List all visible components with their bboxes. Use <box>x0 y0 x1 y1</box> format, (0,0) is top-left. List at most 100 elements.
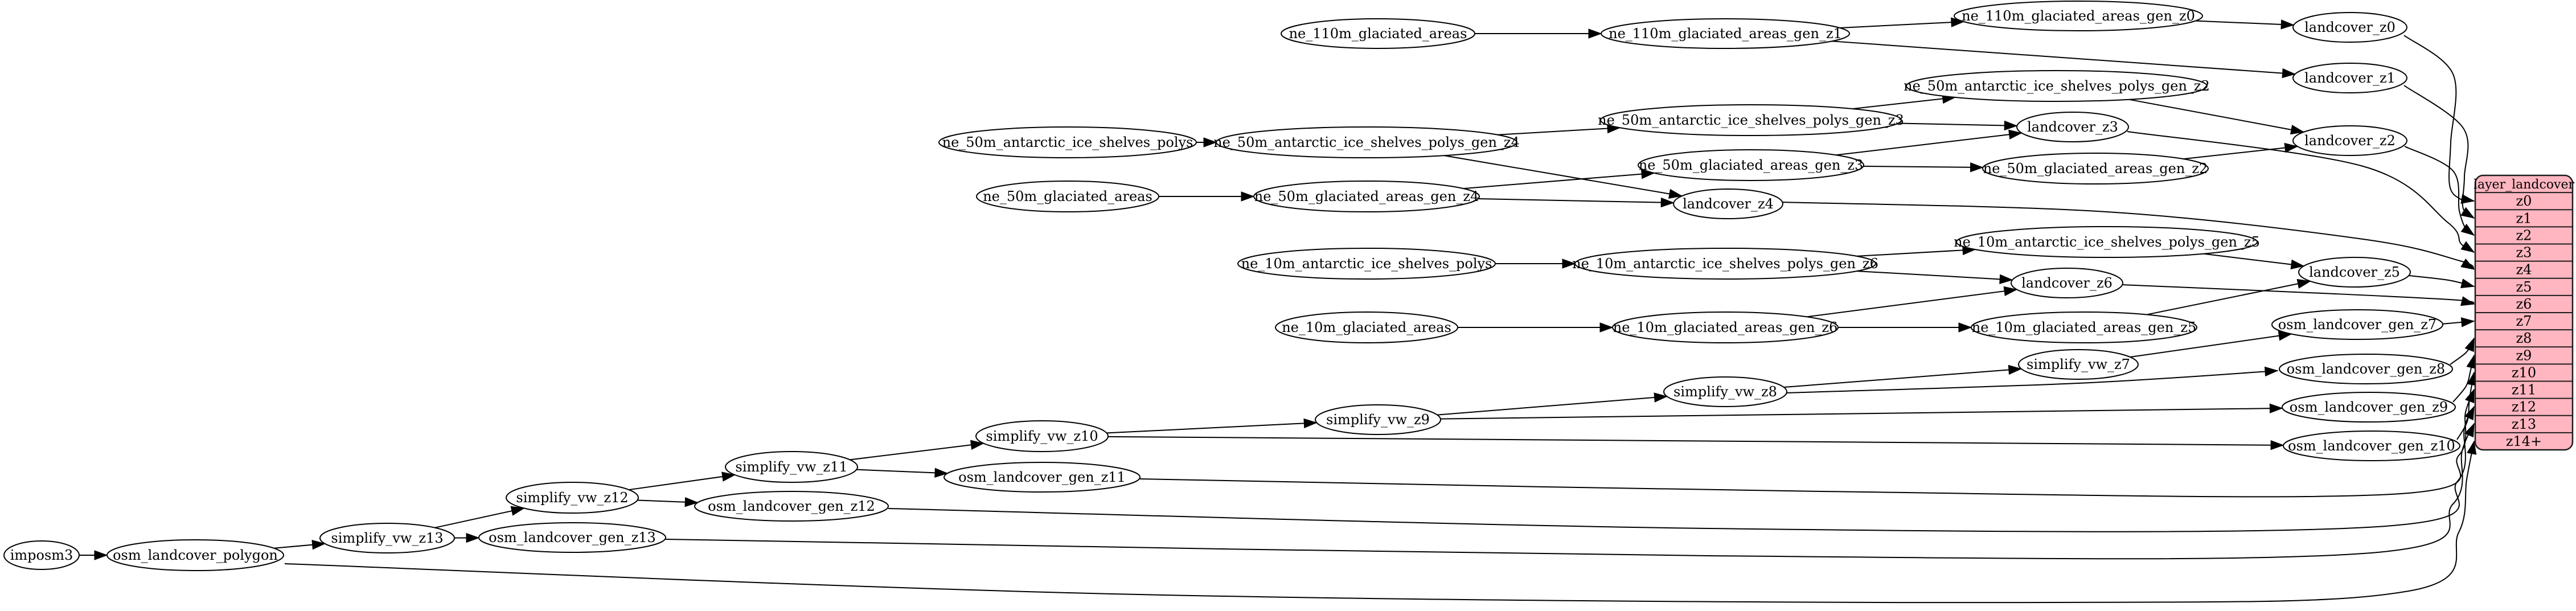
node-shape <box>1281 18 1475 49</box>
edge-lz2-to-z2 <box>2404 146 2475 236</box>
node-ne_10m_antarctic_ice_shelves_polys_gen_z6: ne_10m_antarctic_ice_shelves_polys_gen_z… <box>1572 248 1878 280</box>
node-label: landcover_z2 <box>2304 133 2395 149</box>
arrowhead-icon <box>2464 405 2475 421</box>
node-shape <box>1600 104 1902 136</box>
edge-s12-to-g12 <box>637 497 699 507</box>
node-label: ne_110m_glaciated_areas_gen_z1 <box>1609 26 1842 42</box>
edge-curve <box>1440 407 2283 420</box>
arrowhead-icon <box>94 550 108 560</box>
node-shape <box>2279 354 2453 384</box>
node-shape <box>725 451 858 483</box>
edge-lz5-to-z5 <box>2409 275 2475 289</box>
node-label: simplify_vw_z7 <box>2027 356 2130 372</box>
node-landcover_z6: landcover_z6 <box>2011 268 2123 298</box>
edge-curve <box>2195 20 2294 26</box>
arrowhead-icon <box>2464 423 2475 438</box>
node-shape <box>975 420 1109 452</box>
node-label: simplify_vw_z13 <box>331 530 443 546</box>
edge-curve <box>434 507 524 528</box>
node-label: ne_50m_antarctic_ice_shelves_polys_gen_z… <box>1213 134 1520 150</box>
node-shape <box>2011 268 2123 298</box>
edge-n50gg4-to-n50gg3 <box>1463 169 1655 190</box>
node-label: ne_50m_antarctic_ice_shelves_polys_gen_z… <box>1904 78 2210 94</box>
arrowhead-icon <box>2466 354 2476 369</box>
edge-s13-to-g13 <box>454 532 480 543</box>
node-label: simplify_vw_z11 <box>735 459 847 475</box>
arrowhead-icon <box>2460 223 2475 236</box>
node-ne_50m_antarctic_ice_shelves_polys_gen_z4: ne_50m_antarctic_ice_shelves_polys_gen_z… <box>1213 126 1520 158</box>
edge-curve <box>1785 370 2278 393</box>
arrowhead-icon <box>970 440 985 450</box>
edge-imposm3-to-poly <box>79 550 108 560</box>
node-label: ne_110m_glaciated_areas <box>1289 26 1467 42</box>
arrowhead-icon <box>2460 241 2475 253</box>
node-label: osm_landcover_gen_z13 <box>489 530 656 546</box>
node-simplify_vw_z13: simplify_vw_z13 <box>319 523 455 553</box>
arrowhead-icon <box>1562 259 1576 269</box>
edge-n10gg6-to-n10gg5 <box>1838 322 1972 333</box>
edge-n10gg6-to-lz6 <box>1807 286 2018 318</box>
table-row-z8: z8 <box>2516 330 2532 346</box>
arrowhead-icon <box>934 468 949 478</box>
node-label: ne_50m_antarctic_ice_shelves_polys_gen_z… <box>1598 112 1904 128</box>
node-label: landcover_z1 <box>2304 70 2395 86</box>
node-ne_50m_glaciated_areas_gen_z4: ne_50m_glaciated_areas_gen_z4 <box>1253 181 1480 212</box>
node-label: ne_10m_glaciated_areas <box>1282 319 1451 335</box>
arrowhead-icon <box>2284 142 2299 153</box>
node-shape <box>1237 248 1496 280</box>
arrowhead-icon <box>1654 392 1668 403</box>
edge-s11-to-g11 <box>856 468 949 478</box>
arrowhead-icon <box>1668 188 1683 199</box>
node-shape <box>1982 153 2209 184</box>
node-landcover_z1: landcover_z1 <box>2292 63 2407 93</box>
arrowhead-icon <box>2270 440 2284 450</box>
edge-n50gg4-to-lz4 <box>1478 197 1675 208</box>
edge-curve <box>2121 284 2475 305</box>
edge-s12-to-s11 <box>629 471 736 491</box>
node-shape <box>1638 149 1864 181</box>
node-landcover_z3: landcover_z3 <box>2016 112 2129 142</box>
node-osm_landcover_gen_z11: osm_landcover_gen_z11 <box>944 462 1141 493</box>
table-row-z9: z9 <box>2516 347 2532 363</box>
node-label: landcover_z4 <box>1683 196 1774 212</box>
table-row-z11: z11 <box>2512 382 2536 398</box>
graph-nodes: imposm3 osm_landcover_polygon simplify_vw_… <box>3 1 2460 571</box>
node-ne_10m_glaciated_areas_gen_z6: ne_10m_glaciated_areas_gen_z6 <box>1612 311 1839 343</box>
table-row-z4: z4 <box>2516 262 2532 278</box>
node-landcover_z2: landcover_z2 <box>2292 125 2407 156</box>
edge-curve <box>2127 131 2475 253</box>
node-label: ne_50m_antarctic_ice_shelves_polys <box>942 134 1193 150</box>
arrowhead-icon <box>2464 388 2475 404</box>
edge-n110g1-to-n110g0 <box>1839 17 1965 28</box>
node-label: ne_110m_glaciated_areas_gen_z0 <box>1962 8 2195 24</box>
edge-n10gg5-to-lz5 <box>2146 278 2311 315</box>
node-osm_landcover_gen_z8: osm_landcover_gen_z8 <box>2279 354 2453 384</box>
edge-curve <box>1783 368 2021 388</box>
node-imposm3: imposm3 <box>3 540 80 570</box>
node-simplify_vw_z8: simplify_vw_z8 <box>1663 376 1787 407</box>
node-label: osm_landcover_gen_z12 <box>708 498 875 514</box>
node-shape <box>2292 63 2407 93</box>
node-ne_50m_antarctic_ice_shelves_polys: ne_50m_antarctic_ice_shelves_polys <box>938 126 1197 158</box>
edge-curve <box>1443 155 1682 197</box>
edge-curve <box>284 441 2475 604</box>
arrowhead-icon <box>2460 207 2475 219</box>
edge-n110g1-to-lz1 <box>1832 40 2296 79</box>
node-ne_10m_antarctic_ice_shelves_polys: ne_10m_antarctic_ice_shelves_polys <box>1237 248 1496 280</box>
node-shape <box>1601 18 1850 49</box>
edge-curve <box>1781 202 2475 270</box>
arrowhead-icon <box>1999 274 2013 284</box>
node-label: osm_landcover_polygon <box>113 547 278 563</box>
edge-n10ag6-to-lz6 <box>1856 270 2013 284</box>
edge-curve <box>1836 132 2022 156</box>
arrowhead-icon <box>311 540 326 550</box>
node-osm_landcover_gen_z13: osm_landcover_gen_z13 <box>478 522 666 553</box>
edge-n50ag2-to-lz2 <box>2128 99 2305 135</box>
edge-curve <box>1497 127 1621 136</box>
node-ne_10m_glaciated_areas: ne_10m_glaciated_areas <box>1275 311 1458 343</box>
arrowhead-icon <box>2008 364 2023 375</box>
node-landcover_z4: landcover_z4 <box>1673 188 1783 219</box>
table-row-z12: z12 <box>2512 399 2536 415</box>
